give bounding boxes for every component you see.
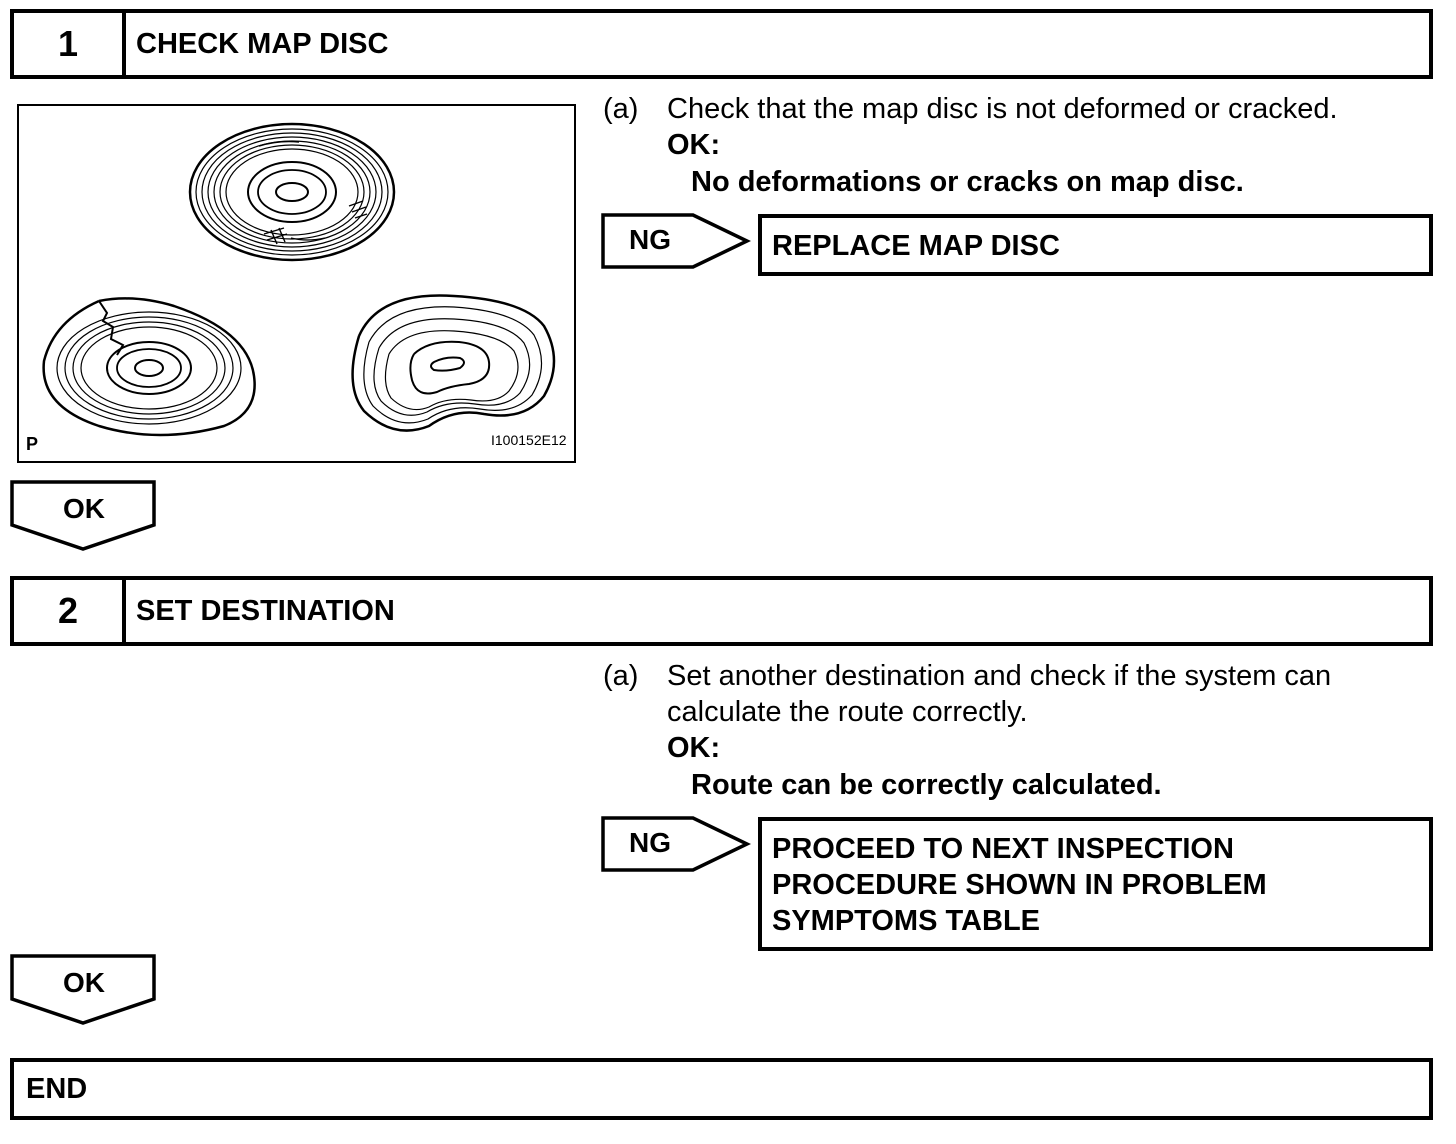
step-2-ok-arrow-icon — [10, 954, 156, 1025]
step-2-title: SET DESTINATION — [136, 594, 395, 627]
step-1-marker: (a) — [603, 93, 639, 125]
step-2-ng-result-line-1: PROCEED TO NEXT INSPECTION — [772, 833, 1234, 865]
step-2-header: 2 SET DESTINATION — [10, 576, 1433, 646]
figure-corner-label: P — [26, 434, 39, 454]
normal-disc-icon — [188, 122, 396, 262]
step-2-ok-heading: OK: — [667, 732, 721, 764]
step-1-ng-result: REPLACE MAP DISC — [758, 214, 1433, 276]
deformed-disc-icon — [351, 294, 556, 432]
step-2-ng-arrow-icon — [601, 816, 751, 872]
step-2-marker: (a) — [603, 660, 639, 692]
map-disc-figure: P I100152E12 — [17, 104, 576, 463]
step-1-ng-arrow-icon — [601, 213, 751, 269]
disc-illustrations — [42, 122, 556, 437]
step-2-ok-text: Route can be correctly calculated. — [691, 769, 1162, 801]
step-1-number: 1 — [14, 13, 126, 75]
cracked-disc-icon — [42, 297, 256, 437]
step-2-instruction-line-1: Set another destination and check if the… — [667, 660, 1332, 692]
step-2-ok-label: OK — [63, 967, 105, 998]
step-1-header: 1 CHECK MAP DISC — [10, 9, 1433, 79]
step-1-ok-text: No deformations or cracks on map disc. — [691, 166, 1244, 198]
step-2-ng-result-line-3: SYMPTOMS TABLE — [772, 905, 1040, 937]
step-1-ok-label: OK — [63, 493, 105, 524]
step-2-number: 2 — [14, 580, 126, 642]
step-1-ok-heading: OK: — [667, 129, 721, 161]
step-1-ok-arrow-icon — [10, 480, 156, 551]
step-2-instruction-line-2: calculate the route correctly. — [667, 696, 1028, 728]
end-label: END — [26, 1072, 88, 1105]
step-1-ng-result-line-1: REPLACE MAP DISC — [772, 230, 1060, 262]
step-2-ng-result: PROCEED TO NEXT INSPECTION PROCEDURE SHO… — [758, 817, 1433, 951]
step-1-title: CHECK MAP DISC — [136, 27, 389, 60]
step-1-instruction-line-1: Check that the map disc is not deformed … — [667, 93, 1338, 125]
step-2-ng-result-line-2: PROCEDURE SHOWN IN PROBLEM — [772, 869, 1267, 901]
step-1-ng-label: NG — [629, 224, 671, 255]
end-box: END — [10, 1058, 1433, 1120]
step-2-ng-label: NG — [629, 827, 671, 858]
figure-code: I100152E12 — [491, 432, 567, 448]
